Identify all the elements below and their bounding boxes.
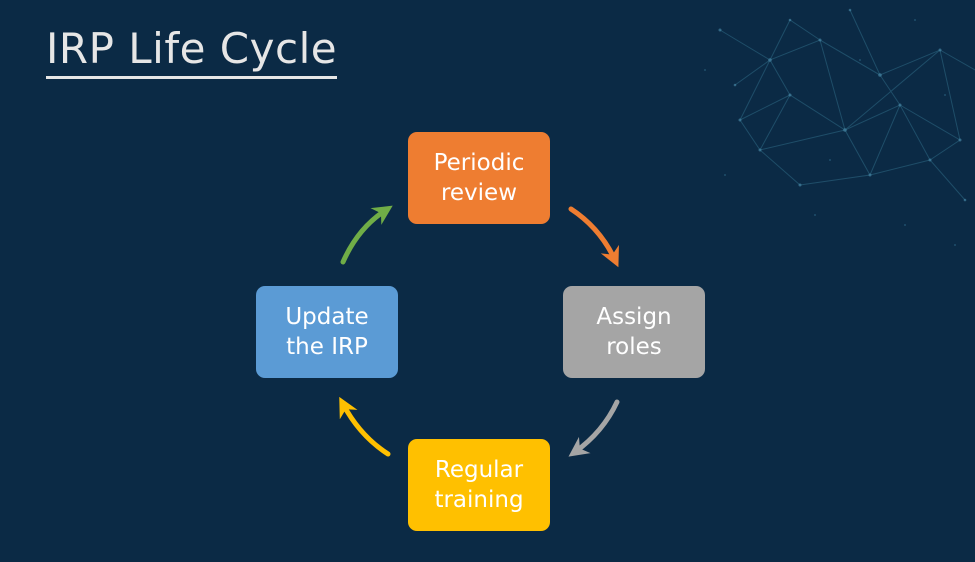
stage-assign-roles: Assign roles: [563, 286, 705, 378]
arrow-assign-to-training: [568, 399, 620, 457]
page-title: IRP Life Cycle: [46, 22, 338, 79]
stage-label: Assign roles: [596, 304, 672, 360]
stage-label: Periodic review: [433, 150, 525, 206]
arrow-training-to-update: [339, 396, 391, 457]
stage-update-irp: Update the IRP: [256, 286, 398, 378]
arrow-update-to-periodic: [340, 205, 393, 265]
arrow-periodic-to-assign: [568, 206, 619, 268]
stage-regular-training: Regular training: [408, 439, 550, 531]
stage-label: Regular training: [434, 457, 524, 513]
stage-label: Update the IRP: [285, 304, 369, 360]
stage-periodic-review: Periodic review: [408, 132, 550, 224]
